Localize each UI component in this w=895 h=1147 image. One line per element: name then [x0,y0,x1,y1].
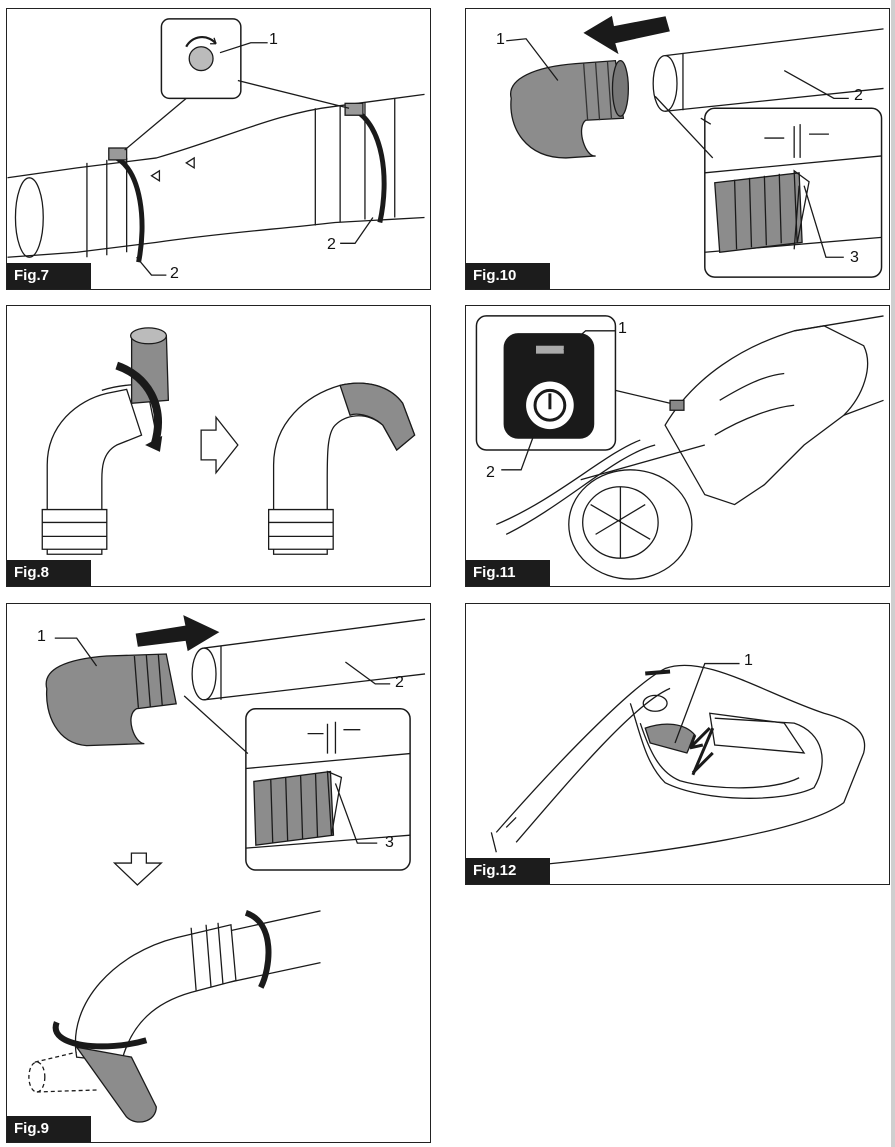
fig10-callout-2: 2 [854,87,863,104]
fig11-callout-1: 1 [618,320,627,337]
fig11-illustration [475,315,884,580]
figure-label-fig7: Fig.7 [7,263,91,289]
figure-label-fig8: Fig.8 [7,560,91,586]
figure-7: 1 2 2 Fig.7 [6,8,431,290]
fig9-callout-1: 1 [37,628,46,645]
figure-label-fig12: Fig.12 [466,858,550,884]
fig9-callout-3: 3 [385,834,394,851]
figure-9: 1 2 3 Fig.9 [6,603,431,1143]
fig7-callout-2-left: 2 [170,265,179,282]
fig9-illustration [28,615,426,1123]
fig10-callout-1: 1 [496,31,505,48]
figure-label-fig9: Fig.9 [7,1116,91,1142]
fig11-callout-2: 2 [486,464,495,481]
fig7-illustration [7,18,425,276]
fig7-callout-1: 1 [269,31,278,48]
figure-11: 1 2 Fig.11 [465,305,890,587]
fig10-illustration [506,15,884,278]
figure-12: 1 Fig.12 [465,603,890,885]
figure-10: 1 2 3 Fig.10 [465,8,890,290]
fig12-callout-1: 1 [744,652,753,669]
figure-8: Fig.8 [6,305,431,587]
figure-label-fig10: Fig.10 [466,263,550,289]
fig8-illustration [41,327,416,555]
fig12-illustration [490,662,866,865]
figure-label-fig11: Fig.11 [466,560,550,586]
fig9-callout-2: 2 [395,674,404,691]
fig10-callout-3: 3 [850,249,859,266]
fig7-callout-2-right: 2 [327,236,336,253]
page-edge-shadow [891,0,895,1147]
